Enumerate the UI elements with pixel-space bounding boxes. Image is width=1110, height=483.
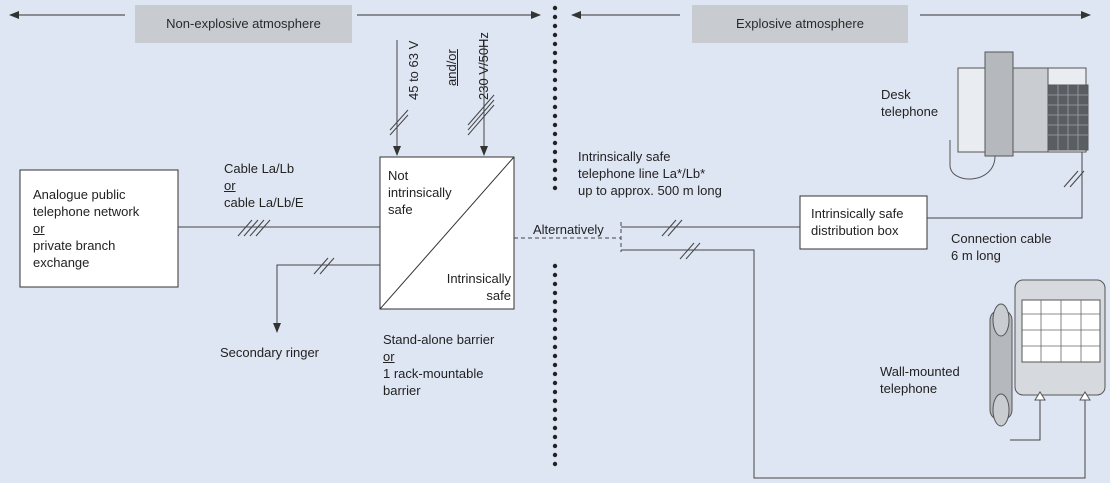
is-line-line3: up to approx. 500 m long	[578, 183, 722, 198]
wall-telephone-line2: telephone	[880, 381, 938, 396]
alternatively-dashed-wire	[514, 222, 622, 252]
public-network-line2: telephone network	[33, 204, 140, 219]
zone-boundary	[552, 5, 558, 467]
wall-telephone-drawing	[989, 279, 1106, 427]
barrier-caption-line1: Stand-alone barrier	[383, 332, 495, 347]
secondary-ringer-wire	[276, 264, 380, 325]
barrier-top-line1: Not	[388, 168, 409, 183]
power-voltage-low: 45 to 63 V	[406, 40, 421, 100]
is-line-line1: Intrinsically safe	[578, 149, 671, 164]
public-network-or: or	[33, 221, 45, 236]
barrier-bottom-line1: Intrinsically	[446, 271, 511, 286]
is-line-label: Intrinsically safe telephone line La*/Lb…	[578, 148, 722, 199]
distribution-box-label: Intrinsically safe distribution box	[811, 205, 903, 239]
public-network-line4: private branch	[33, 238, 116, 253]
desk-telephone-line1: Desk	[881, 87, 911, 102]
connection-cable-line2: 6 m long	[951, 248, 1001, 263]
wall-telephone-label: Wall-mounted telephone	[880, 363, 960, 397]
barrier-diagonal	[379, 156, 515, 310]
wall-phone-loop	[1010, 400, 1041, 441]
desk-telephone-label: Desk telephone	[881, 86, 938, 120]
power-voltage-high: 230 V/50Hz	[476, 32, 491, 100]
zone-label-explosive: Explosive atmosphere	[692, 5, 908, 43]
public-network-box	[19, 169, 179, 288]
wires	[178, 40, 1086, 479]
barrier-caption-line4: barrier	[383, 383, 421, 398]
distribution-box-line1: Intrinsically safe	[811, 206, 904, 221]
is-line-line2: telephone line La*/Lb*	[578, 166, 706, 181]
public-network-line1: Analogue public	[33, 187, 126, 202]
desk-telephone-drawing	[949, 51, 1089, 180]
connection-cable-line1: Connection cable	[951, 231, 1052, 246]
alternatively-label: Alternatively	[533, 222, 604, 237]
barrier-caption-line3: 1 rack-mountable	[383, 366, 484, 381]
barrier-top-line3: safe	[388, 202, 413, 217]
wall-telephone-line1: Wall-mounted	[880, 364, 960, 379]
barrier-bottom-line2: safe	[486, 288, 511, 303]
barrier-not-is-label: Not intrinsically safe	[388, 167, 452, 218]
barrier-top-line2: intrinsically	[388, 185, 452, 200]
cable-left-label: Cable La/Lb or cable La/Lb/E	[224, 160, 304, 211]
barrier-caption-or: or	[383, 349, 395, 364]
distribution-box-line2: distribution box	[811, 223, 899, 238]
connection-cable-label: Connection cable 6 m long	[951, 230, 1051, 264]
cable-hatches	[237, 94, 1085, 275]
cable-left-or: or	[224, 178, 236, 193]
barrier-caption: Stand-alone barrier or 1 rack-mountable …	[383, 331, 494, 399]
secondary-ringer-label: Secondary ringer	[220, 345, 319, 360]
public-network-line5: exchange	[33, 255, 90, 270]
is-line-alternative	[621, 249, 1086, 479]
desk-connection-cable	[927, 148, 1083, 219]
barrier-is-label: Intrinsically safe	[432, 270, 511, 304]
distribution-box	[799, 195, 928, 250]
cable-left-line1: Cable La/Lb	[224, 161, 295, 176]
power-andor: and/or	[444, 49, 459, 86]
cable-left-line3: cable La/Lb/E	[224, 195, 304, 210]
desk-telephone-line2: telephone	[881, 104, 939, 119]
zone-label-non-explosive: Non-explosive atmosphere	[135, 5, 352, 43]
public-network-label: Analogue public telephone network or pri…	[33, 186, 139, 271]
